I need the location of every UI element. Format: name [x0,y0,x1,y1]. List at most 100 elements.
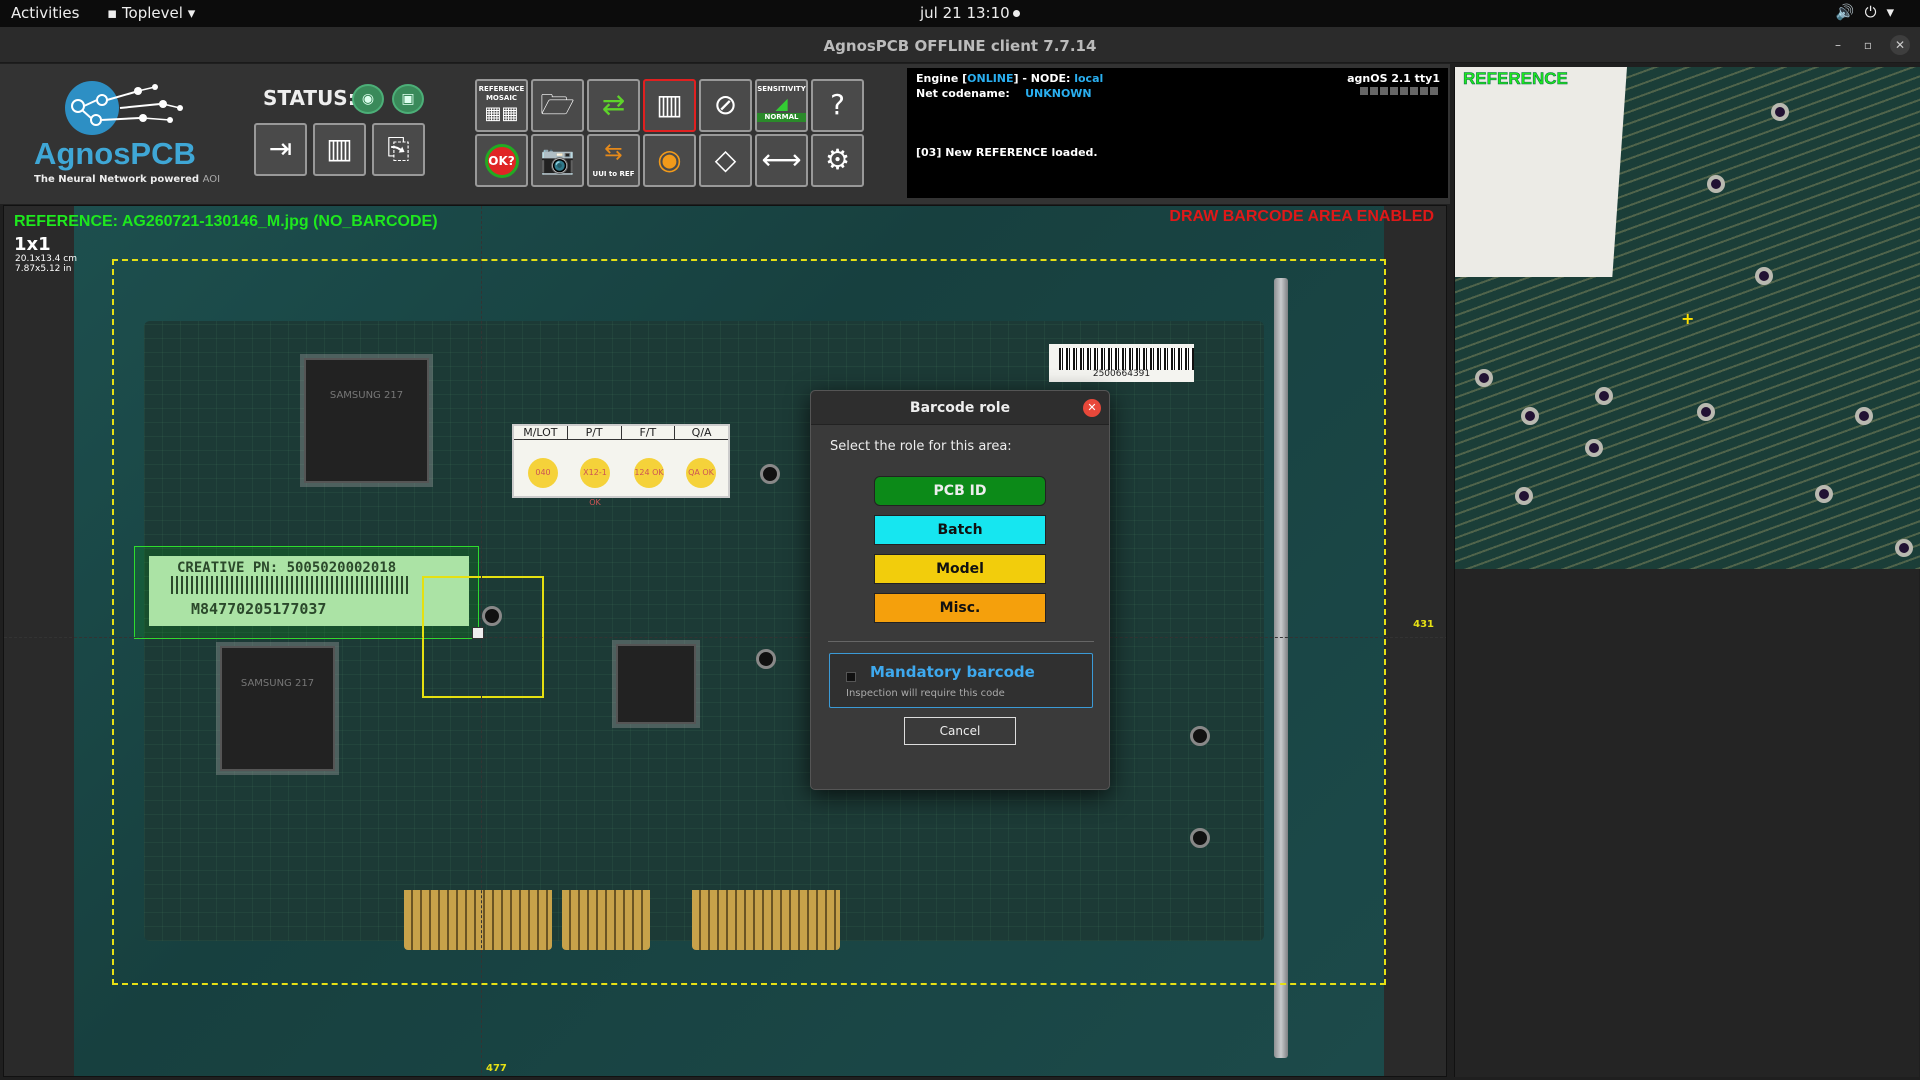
reference-panel-label: REFERENCE [1463,69,1568,89]
door-exit-icon: ⇥ [268,132,293,165]
capture-button[interactable]: ◉ [643,134,696,187]
barcode-button[interactable]: ▥ [313,123,366,176]
via [1475,369,1493,387]
window-titlebar: AgnosPCB OFFLINE client 7.7.14 – ▫ ✕ [0,27,1920,63]
mandatory-checkbox[interactable] [846,672,856,682]
engine-status-line: Engine [ONLINE] - NODE: local [916,72,1104,85]
help-button[interactable]: ? [811,79,864,132]
agnospcb-logo-icon [65,81,183,135]
pcb-bracket [1274,278,1288,1058]
close-dialog-button[interactable]: ✕ [1083,399,1101,417]
window-title: AgnosPCB OFFLINE client 7.7.14 [823,37,1097,55]
app-menu-label: Toplevel [121,4,183,22]
export-button[interactable]: ⎘ [372,123,425,176]
board-transfer-icon: ⇆ [604,140,623,165]
measure-button[interactable]: ⟷ [755,134,808,187]
mandatory-barcode-option[interactable]: Mandatory barcode Inspection will requir… [829,653,1093,708]
sensitivity-button[interactable]: SENSITIVITY◢NORMAL [755,79,808,132]
via [1707,175,1725,193]
role-misc-button[interactable]: Misc. [874,593,1046,623]
pcb-chip: SAMSUNG 217 [304,358,429,483]
swap-button[interactable]: ⇄ [587,79,640,132]
via [1595,387,1613,405]
volume-icon: 🔊 [1835,3,1865,21]
uui-to-ref-label: UUI to REF [592,170,635,178]
barcode-sticker: 2500664391 [1049,344,1194,382]
role-model-button[interactable]: Model [874,554,1046,584]
sensitivity-level: NORMAL [757,113,806,122]
close-icon: ✕ [1087,401,1097,414]
hide-button[interactable]: ⊘ [699,79,752,132]
role-batch-button[interactable]: Batch [874,515,1046,545]
via [1697,403,1715,421]
barcode-area-selection[interactable] [134,546,479,639]
maximize-button[interactable]: ▫ [1863,38,1873,52]
reference-mosaic-button[interactable]: REFERENCE MOSAIC▦▦ [475,79,528,132]
brand-tagline: The Neural Network powered AOI [34,174,221,185]
via [1755,267,1773,285]
notification-dot [1013,10,1020,17]
via [1895,539,1913,557]
open-folder-button[interactable]: 🗁 [531,79,584,132]
eraser-button[interactable]: ◇ [699,134,752,187]
mounting-hole [756,649,776,669]
reference-filename: REFERENCE: AG260721-130146_M.jpg (NO_BAR… [14,213,438,230]
log-panel: Engine [ONLINE] - NODE: local Net codena… [906,67,1449,199]
resize-handle[interactable] [472,627,484,639]
minimize-button[interactable]: – [1835,38,1841,52]
mounting-hole [1190,726,1210,746]
reference-mosaic-label: REFERENCE MOSAIC [478,85,525,102]
inspection-viewer[interactable]: SAMSUNG 217 SAMSUNG 217 M/LOT P/T F/T Q/… [3,205,1447,1077]
folder-open-icon: 🗁 [540,88,575,121]
cursor-plus-icon: + [1681,309,1695,328]
barcode-role-dialog: Barcode role ✕ Select the role for this … [810,390,1110,790]
via [1585,439,1603,457]
via [1815,485,1833,503]
role-pcb-id-button[interactable]: PCB ID [874,476,1046,506]
dialog-divider [828,641,1094,642]
capture-status-icon: ▣ [392,84,424,114]
inspection-area-outline [112,259,1386,985]
dialog-title: Barcode role [811,391,1109,425]
barcode-area-button[interactable]: ▥ [643,79,696,132]
via [1855,407,1873,425]
chevron-down-icon: ▾ [1886,3,1904,21]
cancel-button[interactable]: Cancel [904,717,1016,745]
barcode-icon: ▥ [326,132,353,165]
reference-panel: + REFERENCE [1454,67,1920,1077]
exit-button[interactable]: ⇥ [254,123,307,176]
camera-button[interactable]: 📷 [531,134,584,187]
pcb-chip [616,644,696,724]
close-window-button[interactable]: ✕ [1890,35,1910,55]
edge-connector [692,890,840,950]
product-sticker: CREATIVE PN: 5005020002018 M847702051770… [149,556,469,626]
via [1521,407,1539,425]
camera-icon: 📷 [540,143,575,176]
reference-label-area [1455,67,1627,277]
qc-label: M/LOT P/T F/T Q/A 040 X12-1 OK 124 OK QA… [512,424,730,507]
os-activity-bar [1360,87,1440,95]
system-top-bar: Activities ▪ Toplevel ▾ jul 21 13:10 🔊⏻▾ [0,0,1920,27]
sensitivity-ramp-icon: ◢ [775,94,788,113]
clock[interactable]: jul 21 13:10 [920,4,1010,22]
mandatory-title: Mandatory barcode [870,663,1035,681]
settings-button[interactable]: ⚙ [811,134,864,187]
activities-button[interactable]: Activities [11,4,80,22]
edge-connector [404,890,552,950]
os-version: agnOS 2.1 tty1 [1347,72,1440,85]
reference-image[interactable]: + REFERENCE [1455,67,1920,569]
app-menu[interactable]: ▪ Toplevel ▾ [107,4,196,22]
ok-check-button[interactable]: OK? [475,134,528,187]
mode-banner: DRAW BARCODE AREA ENABLED [1169,208,1434,225]
mounting-hole [760,464,780,484]
mounting-hole [1190,828,1210,848]
camera-status-icon: ◉ [352,84,384,114]
system-tray[interactable]: 🔊⏻▾ [1836,3,1904,21]
uui-to-ref-button[interactable]: ⇆ UUI to REF [587,134,640,187]
gear-icon: ⚙ [824,143,851,176]
mosaic-grid-icon: ▦▦ [484,103,519,124]
power-icon: ⏻ [1864,3,1887,21]
pcb-chip: SAMSUNG 217 [220,646,335,771]
camera-orange-icon: ◉ [657,143,682,176]
